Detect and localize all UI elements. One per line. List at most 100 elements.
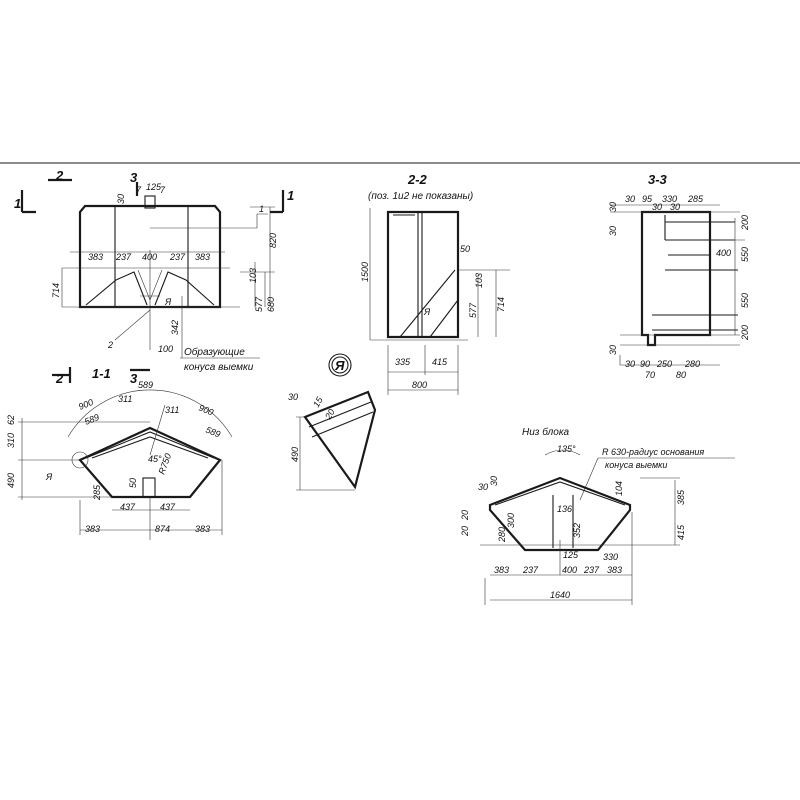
note: конуса выемки bbox=[605, 460, 667, 470]
dim: 30 bbox=[670, 202, 680, 212]
dim: 30 bbox=[288, 392, 298, 402]
cut-marker-1-right: 1 bbox=[287, 188, 294, 203]
note: Образующие bbox=[184, 346, 245, 358]
dim: 237 bbox=[522, 565, 539, 575]
dim: 90 bbox=[640, 359, 650, 369]
dim: 95 bbox=[642, 194, 653, 204]
dim: 490 bbox=[290, 447, 300, 462]
section-title: 1-1 bbox=[92, 366, 111, 381]
callout-2: 2 bbox=[107, 340, 113, 350]
dim: 437 bbox=[160, 502, 176, 512]
dim: 415 bbox=[432, 357, 448, 367]
note-leader bbox=[180, 296, 260, 359]
dim: 7 bbox=[136, 185, 142, 195]
dim: 310 bbox=[6, 433, 16, 448]
dim: 30 bbox=[608, 226, 618, 236]
dim: 550 bbox=[740, 247, 750, 262]
dim: 200 bbox=[740, 215, 750, 231]
dim: 50 bbox=[460, 244, 470, 254]
cut-marker-1-left: 1 bbox=[14, 196, 21, 211]
dim: 335 bbox=[395, 357, 411, 367]
dim: 237 bbox=[583, 565, 600, 575]
detail-a: Я 30 15 20 490 bbox=[288, 353, 377, 491]
dim: 237 bbox=[115, 252, 132, 262]
cut-marker-3-top: 3 bbox=[130, 170, 138, 185]
dim: 1640 bbox=[550, 590, 570, 600]
dim: 330 bbox=[603, 552, 618, 562]
dim: 104 bbox=[614, 481, 624, 496]
dim: 383 bbox=[85, 524, 100, 534]
dim: 62 bbox=[6, 415, 16, 425]
callout-1: 1 bbox=[259, 204, 264, 214]
dim: 577 bbox=[468, 302, 478, 318]
dim: 280 bbox=[684, 359, 700, 369]
dim: 820 bbox=[268, 233, 278, 248]
note: конуса выемки bbox=[184, 362, 254, 373]
dim: 30 bbox=[625, 194, 635, 204]
dim: 100 bbox=[158, 344, 173, 354]
dim: 589 bbox=[138, 380, 153, 390]
dim: 50 bbox=[128, 478, 138, 488]
dim: 20 bbox=[460, 510, 470, 521]
dim: 311 bbox=[165, 405, 179, 415]
dim: 385 bbox=[676, 489, 686, 505]
dim: 103 bbox=[474, 273, 484, 288]
plan-view: 589 900 311 311 900 589 589 62 310 490 2… bbox=[6, 380, 233, 540]
cut-marker-2-top: 2 bbox=[55, 168, 64, 183]
detail-ref: Я bbox=[423, 307, 431, 317]
dim: 30 bbox=[652, 202, 662, 212]
dim: 714 bbox=[496, 297, 506, 312]
section-3-3: 3-3 30 95 330 285 30 30 200 550 400 550 … bbox=[608, 172, 750, 380]
detail-ref: Я bbox=[164, 297, 172, 307]
detail-marker: Я bbox=[334, 358, 345, 373]
section-title: 3-3 bbox=[648, 172, 668, 187]
dim: 250 bbox=[656, 359, 672, 369]
section-subtitle: (поз. 1и2 не показаны) bbox=[368, 191, 473, 202]
dim: 589 bbox=[204, 425, 222, 440]
dim: 280 bbox=[497, 527, 507, 543]
dim: 30 bbox=[608, 345, 618, 355]
dim: 20 bbox=[460, 526, 470, 537]
dim: 415 bbox=[676, 524, 686, 540]
dim: 680 bbox=[266, 297, 276, 312]
dim: 1500 bbox=[360, 262, 370, 282]
dim: 383 bbox=[494, 565, 509, 575]
dim: 490 bbox=[6, 473, 16, 488]
dim: 900 bbox=[197, 403, 215, 418]
dim: 30 bbox=[116, 194, 126, 204]
dim: 311 bbox=[118, 394, 132, 404]
cone-recess bbox=[85, 271, 215, 306]
dim: 589 bbox=[83, 412, 101, 427]
dim: 577 bbox=[254, 296, 264, 312]
dim: 285 bbox=[687, 194, 704, 204]
dim: 300 bbox=[506, 513, 516, 528]
dim: 437 bbox=[120, 502, 136, 512]
dim: 383 bbox=[607, 565, 622, 575]
dim: 125 bbox=[563, 550, 579, 560]
angle: 135° bbox=[557, 444, 576, 454]
dim: 200 bbox=[740, 325, 750, 341]
dim: 383 bbox=[88, 252, 103, 262]
dim: 80 bbox=[676, 370, 686, 380]
dim: 125 bbox=[146, 182, 162, 192]
dim: 714 bbox=[51, 283, 61, 298]
dim: 15 bbox=[311, 394, 325, 409]
callout-1-leader bbox=[150, 213, 268, 229]
section-2-2: 2-2 (поз. 1и2 не показаны) 1500 50 103 5… bbox=[360, 172, 510, 395]
bottom-of-block-view: Низ блока 135° R 630-радиус основания ко… bbox=[460, 426, 735, 605]
dim: 285 bbox=[92, 484, 102, 501]
callout-2-leader bbox=[114, 309, 151, 341]
dim: 30 bbox=[478, 482, 488, 492]
angle: 45° bbox=[148, 454, 162, 464]
dim: 136 bbox=[557, 504, 572, 514]
dim: 400 bbox=[562, 565, 577, 575]
detail-marker-circle bbox=[328, 353, 352, 377]
dim: 352 bbox=[572, 523, 582, 538]
dim: 383 bbox=[195, 252, 210, 262]
dim: 20 bbox=[323, 407, 337, 422]
section-title: 2-2 bbox=[407, 172, 428, 187]
dim: 7 bbox=[160, 185, 166, 195]
cut-marker-2-bottom: 2 bbox=[55, 371, 64, 386]
dim: 400 bbox=[142, 252, 157, 262]
